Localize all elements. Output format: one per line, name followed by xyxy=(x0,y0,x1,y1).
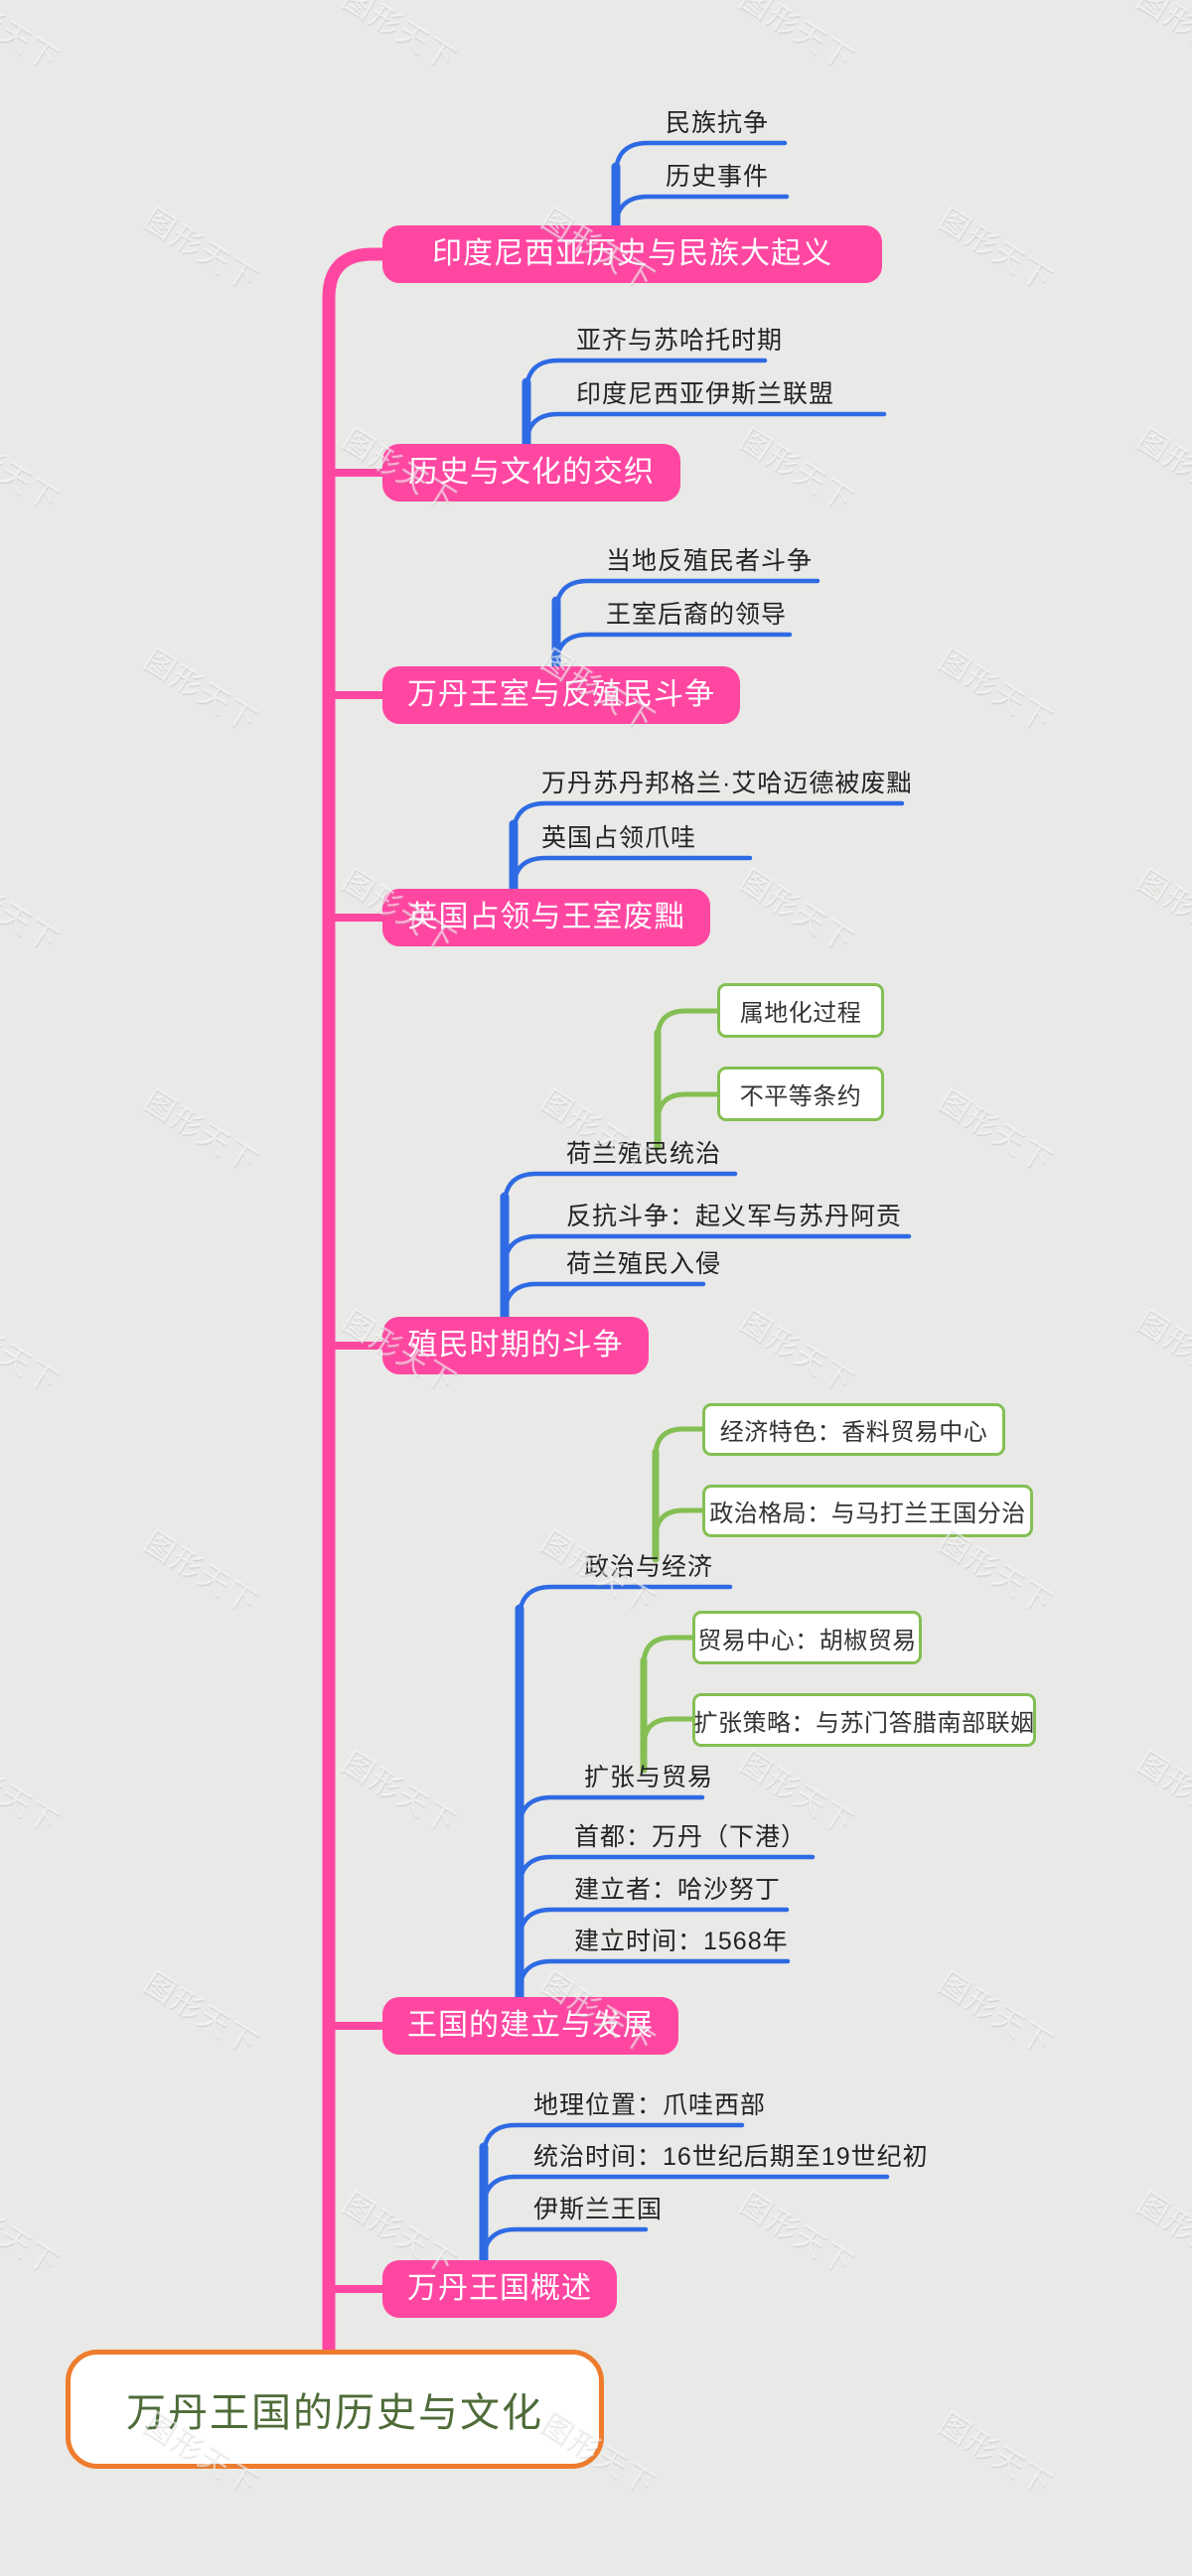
subtopic-capital-banten[interactable]: 首都：万丹（下港） xyxy=(574,1823,808,1851)
subtopic-british-occupy-java[interactable]: 英国占领爪哇 xyxy=(541,824,697,852)
subtopic-expansion-trade[interactable]: 扩张与贸易 xyxy=(584,1764,714,1791)
leaf-box-trade-center-pepper[interactable]: 贸易中心：胡椒贸易 xyxy=(692,1611,922,1664)
leaf-box-expansion-sumatra-marriage[interactable]: 扩张策略：与苏门答腊南部联姻 xyxy=(692,1693,1036,1747)
subtopic-dutch-colonial-invasion[interactable]: 荷兰殖民入侵 xyxy=(566,1250,722,1278)
green-branch-stems xyxy=(640,1029,662,1774)
subtopic-historical-events[interactable]: 历史事件 xyxy=(666,163,770,191)
trunk-connector xyxy=(322,247,382,2350)
subtopic-local-anticolonial-fighters[interactable]: 当地反殖民者斗争 xyxy=(606,547,814,575)
subtopic-founder-hasanuddin[interactable]: 建立者：哈沙努丁 xyxy=(574,1876,782,1904)
subtopic-royal-descendants-leadership[interactable]: 王室后裔的领导 xyxy=(606,601,788,629)
leaf-box-politics-split-with-mataram[interactable]: 政治格局：与马打兰王国分治 xyxy=(702,1485,1033,1537)
blue-branch-elbows xyxy=(481,140,912,2264)
subtopic-politics-economy[interactable]: 政治与经济 xyxy=(584,1553,714,1581)
subtopic-national-resistance[interactable]: 民族抗争 xyxy=(666,109,770,137)
leaf-box-unequal-treaties[interactable]: 不平等条约 xyxy=(717,1067,884,1121)
subtopic-ruling-period[interactable]: 统治时间：16世纪后期至19世纪初 xyxy=(533,2143,929,2171)
topic-node-royal-anticolonial-struggle[interactable]: 万丹王室与反殖民斗争 xyxy=(382,666,740,724)
leaf-box-territorialization-process[interactable]: 属地化过程 xyxy=(717,983,884,1038)
subtopic-resistance-rebels-sultan-agung[interactable]: 反抗斗争：起义军与苏丹阿贡 xyxy=(566,1203,903,1230)
topic-node-colonial-era-struggle[interactable]: 殖民时期的斗争 xyxy=(382,1317,649,1374)
subtopic-islamic-kingdom[interactable]: 伊斯兰王国 xyxy=(533,2196,664,2223)
subtopic-location-west-java[interactable]: 地理位置：爪哇西部 xyxy=(533,2091,767,2119)
subtopic-founded-1568[interactable]: 建立时间：1568年 xyxy=(574,1928,789,1955)
topic-node-indonesia-history-uprising[interactable]: 印度尼西亚历史与民族大起义 xyxy=(382,225,882,283)
topic-node-british-occupation-deposition[interactable]: 英国占领与王室废黜 xyxy=(382,889,710,946)
root-node-banten-history-culture[interactable]: 万丹王国的历史与文化 xyxy=(66,2350,604,2469)
subtopic-dutch-colonial-rule[interactable]: 荷兰殖民统治 xyxy=(566,1140,722,1168)
topic-node-history-culture-interweave[interactable]: 历史与文化的交织 xyxy=(382,444,680,501)
leaf-box-economy-spice-trade-center[interactable]: 经济特色：香料贸易中心 xyxy=(702,1403,1005,1456)
green-branch-elbows xyxy=(641,1008,720,1750)
topic-node-banten-overview[interactable]: 万丹王国概述 xyxy=(382,2260,617,2318)
topic-node-kingdom-founding-development[interactable]: 王国的建立与发展 xyxy=(382,1997,678,2055)
subtopic-aceh-suharto-period[interactable]: 亚齐与苏哈托时期 xyxy=(576,327,784,355)
subtopic-indonesia-islamic-union[interactable]: 印度尼西亚伊斯兰联盟 xyxy=(576,380,835,408)
subtopic-sultan-ahmed-deposed[interactable]: 万丹苏丹邦格兰·艾哈迈德被废黜 xyxy=(541,770,913,797)
